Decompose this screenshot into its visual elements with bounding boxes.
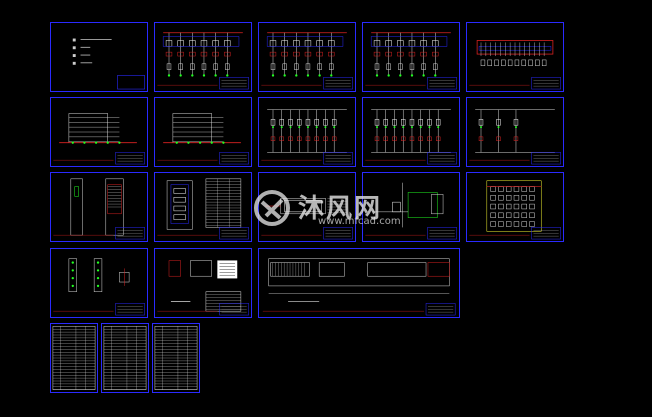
sheet-wiring-2[interactable]: [154, 97, 252, 167]
sheet-panel-table-2[interactable]: [154, 248, 252, 318]
sheet-cover[interactable]: [50, 22, 148, 92]
sheet-cabinet-layout[interactable]: [50, 172, 148, 242]
sheet-parts-list-3[interactable]: [152, 323, 200, 393]
sheet-schematic-1[interactable]: [154, 22, 252, 92]
sheet-panel-table-1[interactable]: [154, 172, 252, 242]
sheet-component-layout[interactable]: [50, 248, 148, 318]
sheet-parts-list-1[interactable]: [50, 323, 98, 393]
sheet-layout-plan[interactable]: [258, 248, 460, 318]
sheet-control-1[interactable]: [258, 97, 356, 167]
sheet-schematic-3[interactable]: [362, 22, 460, 92]
sheet-control-2[interactable]: [362, 97, 460, 167]
sheet-schematic-2[interactable]: [258, 22, 356, 92]
sheet-control-3[interactable]: [466, 97, 564, 167]
sheet-wiring-1[interactable]: [50, 97, 148, 167]
sheet-terminal-diagram[interactable]: [362, 172, 460, 242]
sheet-schematic-4[interactable]: [466, 22, 564, 92]
sheet-terminal-grid[interactable]: [466, 172, 564, 242]
sheet-parts-list-2[interactable]: [101, 323, 149, 393]
sheet-cabinet-drawing[interactable]: [258, 172, 356, 242]
